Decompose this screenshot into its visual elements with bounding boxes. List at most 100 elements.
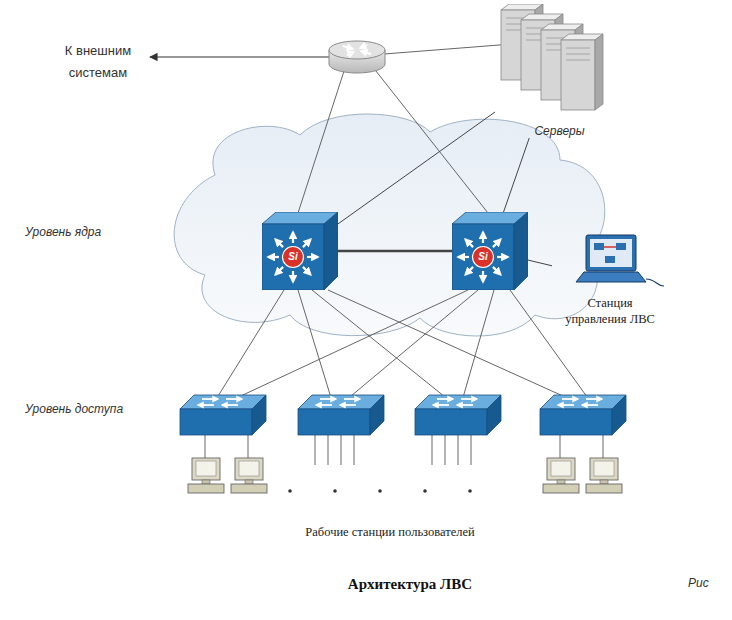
- access-switch-part: [457, 404, 473, 406]
- workstation-part: [586, 484, 622, 493]
- switch-arrow: [493, 267, 501, 275]
- workstation: [586, 458, 622, 493]
- wires-part: [384, 44, 512, 54]
- workstation-part: [196, 461, 216, 476]
- switch-arrow: [465, 239, 473, 247]
- access-wires-part: [471, 435, 472, 465]
- access-switch-part: [433, 404, 449, 406]
- access-switch-part: [558, 404, 574, 406]
- laptop-icon-part: [605, 256, 615, 263]
- access-switch-part: [582, 404, 598, 406]
- switch-arrow: [275, 239, 283, 247]
- node-label: Станция управления ЛВС: [560, 296, 660, 327]
- workstation: [543, 458, 579, 493]
- level-label: Уровень доступа: [25, 402, 155, 416]
- server-icon: [495, 4, 610, 116]
- workstation-part: [188, 484, 224, 493]
- workstation-part: [547, 458, 575, 480]
- workstation-part: [235, 458, 263, 480]
- figure-caption: Архитектура ЛВС: [300, 576, 520, 593]
- wires-part: [312, 290, 450, 401]
- server-tower-part: [566, 54, 590, 55]
- workstation-part: [543, 484, 579, 493]
- workstation-part: [245, 480, 253, 484]
- switch-mark: Si: [283, 250, 303, 264]
- switch-arrow: [303, 267, 311, 275]
- laptop-icon-part: [604, 246, 616, 248]
- server-tower-part: [561, 40, 595, 110]
- access-switch-part: [320, 398, 336, 400]
- core-switch-icon-part: [452, 224, 514, 290]
- external-arrow-part: [150, 56, 329, 57]
- switch-arrow: [482, 271, 484, 282]
- workstation-part: [600, 480, 608, 484]
- ellipsis-dots-part: [468, 489, 472, 493]
- access-switch-part: [540, 395, 626, 409]
- ellipsis-dots-part: [378, 489, 382, 493]
- access-wires-part: [432, 435, 433, 465]
- access-switch-part: [344, 398, 360, 400]
- access-wires-part: [458, 435, 459, 465]
- access-switch-part: [487, 395, 501, 435]
- access-wires-part: [248, 435, 249, 458]
- ellipsis-dots: [288, 489, 472, 493]
- external-label: К внешним системам: [50, 40, 146, 84]
- core-switch-icon-part: [514, 212, 528, 290]
- server-tower-part: [566, 60, 590, 61]
- laptop-icon-part: [590, 239, 632, 267]
- access-switch-part: [316, 404, 332, 406]
- workstation-part: [551, 461, 571, 476]
- level-label: Уровень ядра: [25, 225, 145, 239]
- access-switch-part: [198, 404, 214, 406]
- router-part: [329, 41, 385, 59]
- workstation-part: [557, 480, 565, 484]
- workstation-part: [202, 480, 210, 484]
- wires-part: [372, 66, 488, 213]
- access-wires-part: [603, 435, 604, 458]
- server-tower: [561, 34, 603, 110]
- access-wires-part: [315, 435, 316, 465]
- network-link: [338, 250, 452, 253]
- access-wires-part: [205, 435, 206, 458]
- switch-arrow: [465, 267, 473, 275]
- access-switch-part: [202, 398, 218, 400]
- access-switch: [540, 395, 626, 435]
- router: [329, 41, 385, 73]
- workstation-part: [231, 484, 267, 493]
- server-group: Серверы: [495, 4, 610, 138]
- access-wires: [205, 435, 603, 465]
- access-wires-part: [354, 435, 355, 465]
- ellipsis-dots-part: [333, 489, 337, 493]
- switch-arrow: [292, 271, 294, 282]
- management-station: Станция управления ЛВС: [552, 232, 668, 327]
- server-tower-part: [595, 34, 603, 110]
- workstation: [188, 458, 224, 493]
- network-link: [504, 138, 530, 212]
- network-link: [528, 260, 552, 266]
- laptop-icon-part: [616, 243, 626, 250]
- router-part: [360, 45, 367, 48]
- laptop-icon: [552, 232, 668, 290]
- access-switch-part: [298, 409, 370, 435]
- router-part: [343, 46, 353, 49]
- router-part: [361, 51, 371, 54]
- workstation-part: [192, 458, 220, 480]
- core-switch-icon-part: [262, 224, 324, 290]
- access-switch-part: [298, 395, 384, 409]
- access-switch-part: [586, 398, 602, 400]
- wires-part: [328, 290, 574, 401]
- core-cloud: [174, 114, 605, 336]
- access-wires-part: [445, 435, 446, 465]
- access-switch: [298, 395, 384, 435]
- switch-arrow: [303, 239, 311, 247]
- access-switch: [415, 395, 501, 435]
- node-label: Серверы: [495, 124, 610, 138]
- workstation-part: [590, 458, 618, 480]
- workstations-label: Рабочие станции пользователей: [270, 525, 510, 540]
- access-switch-part: [180, 395, 266, 409]
- wires-part: [298, 290, 332, 401]
- access-switch-part: [340, 404, 356, 406]
- switch-badge: [283, 247, 304, 268]
- laptop-icon-part: [646, 279, 664, 286]
